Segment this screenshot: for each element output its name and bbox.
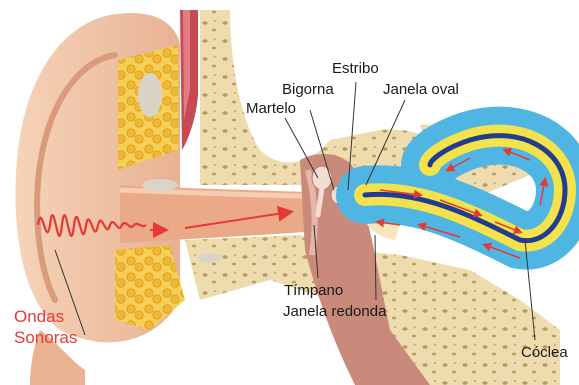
label-coclea: Cóclea [521, 344, 568, 361]
bone-cavity [142, 179, 178, 191]
label-ondas: Ondas [14, 306, 64, 327]
label-estribo: Estribo [332, 60, 379, 77]
label-timpano: Tímpano [284, 282, 343, 299]
label-janela-redonda: Janela redonda [283, 303, 386, 320]
bone-cavity [198, 253, 222, 263]
label-janela-oval: Janela oval [383, 81, 459, 98]
label-bigorna: Bigorna [282, 81, 334, 98]
bone-cavity [138, 73, 162, 117]
label-martelo: Martelo [246, 100, 296, 117]
label-sonoras: Sonoras [14, 327, 77, 348]
